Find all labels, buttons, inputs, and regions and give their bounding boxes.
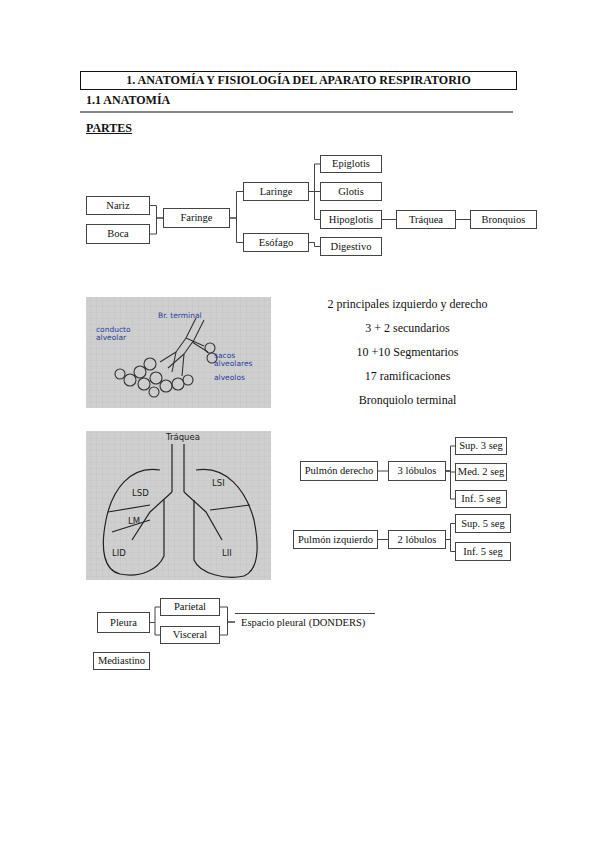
bracket-connector bbox=[150, 206, 163, 219]
concept-box: 2 lóbulos bbox=[388, 530, 446, 549]
box-text: Hipoglotis bbox=[329, 214, 373, 226]
bracket-connector bbox=[309, 191, 320, 192]
bracket-connector bbox=[150, 623, 160, 636]
concept-box: 3 lóbulos bbox=[388, 461, 446, 481]
box-text: Inf. 5 seg bbox=[463, 546, 502, 558]
note-line: Bronquiolo terminal bbox=[290, 393, 525, 408]
concept-box: Hipoglotis bbox=[320, 210, 382, 229]
box-text: Pulmón derecho bbox=[305, 465, 374, 477]
box-text: Pleura bbox=[110, 617, 137, 629]
sketch-label: alveolos bbox=[214, 374, 264, 382]
box-text: Digestivo bbox=[331, 241, 372, 253]
subsection-heading: PARTES bbox=[86, 121, 186, 136]
bracket-connector bbox=[382, 219, 396, 220]
box-text: Parietal bbox=[174, 601, 206, 613]
box-text: Mediastino bbox=[98, 655, 145, 667]
concept-box: Digestivo bbox=[320, 237, 382, 256]
bracket-connector bbox=[220, 607, 235, 622]
box-text: Tráquea bbox=[409, 214, 443, 226]
bronchiole-sketch bbox=[86, 297, 271, 408]
lobe-label: LM bbox=[128, 516, 158, 526]
concept-box: Pulmón izquierdo bbox=[293, 530, 378, 549]
box-text: Pulmón izquierdo bbox=[298, 534, 373, 546]
note-line: 2 principales izquierdo y derecho bbox=[290, 297, 525, 312]
concept-box: Inf. 5 seg bbox=[455, 542, 511, 561]
note-line: 17 ramificaciones bbox=[290, 369, 525, 384]
concept-box: Laringe bbox=[243, 182, 309, 201]
bracket-connector bbox=[150, 607, 160, 623]
concept-box: Epiglotis bbox=[320, 155, 382, 173]
concept-box: Sup. 5 seg bbox=[455, 514, 511, 533]
lobe-label: LII bbox=[222, 548, 252, 558]
concept-box: Med. 2 seg bbox=[455, 463, 507, 481]
concept-box: Esófago bbox=[243, 233, 309, 252]
box-text: Faringe bbox=[180, 212, 212, 224]
bracket-connector bbox=[309, 192, 320, 220]
note-line: 10 +10 Segmentarios bbox=[290, 345, 525, 360]
bracket-connector bbox=[456, 219, 470, 220]
sketch-label: conducto alveolar bbox=[96, 326, 140, 342]
lungs-sketch bbox=[86, 431, 271, 580]
bracket-connector bbox=[150, 218, 163, 234]
bracket-connector bbox=[230, 218, 243, 243]
box-text: Nariz bbox=[106, 200, 129, 212]
sketch-label: sacos alveolares bbox=[214, 352, 264, 368]
bracket-connector bbox=[446, 540, 455, 552]
bracket-connector bbox=[446, 446, 455, 471]
concept-box: Pulmón derecho bbox=[300, 461, 378, 481]
concept-box: Bronquios bbox=[470, 210, 537, 229]
box-text: Sup. 5 seg bbox=[461, 518, 504, 530]
title-box: 1. ANATOMÍA Y FISIOLOGÍA DEL APARATO RES… bbox=[80, 71, 517, 90]
box-text: Esófago bbox=[259, 237, 293, 249]
concept-box: Parietal bbox=[160, 598, 220, 616]
box-text: Sup. 3 seg bbox=[459, 440, 502, 452]
page-title: 1. ANATOMÍA Y FISIOLOGÍA DEL APARATO RES… bbox=[126, 73, 471, 88]
box-text: Inf. 5 seg bbox=[461, 493, 500, 505]
concept-box: Nariz bbox=[86, 196, 150, 215]
concept-box: Sup. 3 seg bbox=[455, 437, 507, 455]
box-text: Med. 2 seg bbox=[458, 466, 504, 478]
box-text: Bronquios bbox=[482, 214, 526, 226]
bracket-connector bbox=[309, 164, 320, 192]
box-text: Glotis bbox=[338, 186, 364, 198]
concept-box: Inf. 5 seg bbox=[455, 490, 507, 508]
lobe-label: LID bbox=[112, 548, 142, 558]
bracket-connector bbox=[309, 243, 320, 247]
bracket-connector bbox=[378, 471, 388, 472]
lobe-label: LSD bbox=[132, 488, 162, 498]
box-text: 2 lóbulos bbox=[398, 534, 437, 546]
box-text: 3 lóbulos bbox=[398, 465, 437, 477]
lobe-label: LSI bbox=[212, 478, 242, 488]
bracket-connector bbox=[446, 524, 455, 540]
concept-box: Espacio pleural (DONDERS) bbox=[235, 613, 375, 631]
box-text: Epiglotis bbox=[332, 158, 370, 170]
box-text: Boca bbox=[107, 228, 129, 240]
box-text: Espacio pleural (DONDERS) bbox=[241, 617, 365, 629]
note-line: 3 + 2 secundarios bbox=[290, 321, 525, 336]
concept-box: Mediastino bbox=[93, 652, 150, 670]
section-heading: 1.1 ANATOMÍA bbox=[86, 93, 286, 108]
sketch-label: Br. terminal bbox=[158, 312, 218, 320]
box-text: Visceral bbox=[173, 629, 207, 641]
concept-box: Tráquea bbox=[396, 210, 456, 229]
concept-box: Visceral bbox=[160, 626, 220, 644]
bracket-connector bbox=[378, 539, 388, 540]
bracket-connector bbox=[230, 192, 243, 219]
bracket-connector bbox=[220, 622, 235, 635]
heading-rule bbox=[80, 112, 513, 113]
box-text: Laringe bbox=[260, 186, 293, 198]
sketch-label: Tráquea bbox=[166, 432, 216, 442]
concept-box: Boca bbox=[86, 224, 150, 244]
concept-box: Pleura bbox=[97, 612, 150, 633]
bracket-connector bbox=[446, 471, 455, 499]
bracket-connector bbox=[446, 471, 455, 472]
concept-box: Faringe bbox=[163, 208, 230, 228]
concept-box: Glotis bbox=[320, 182, 382, 201]
